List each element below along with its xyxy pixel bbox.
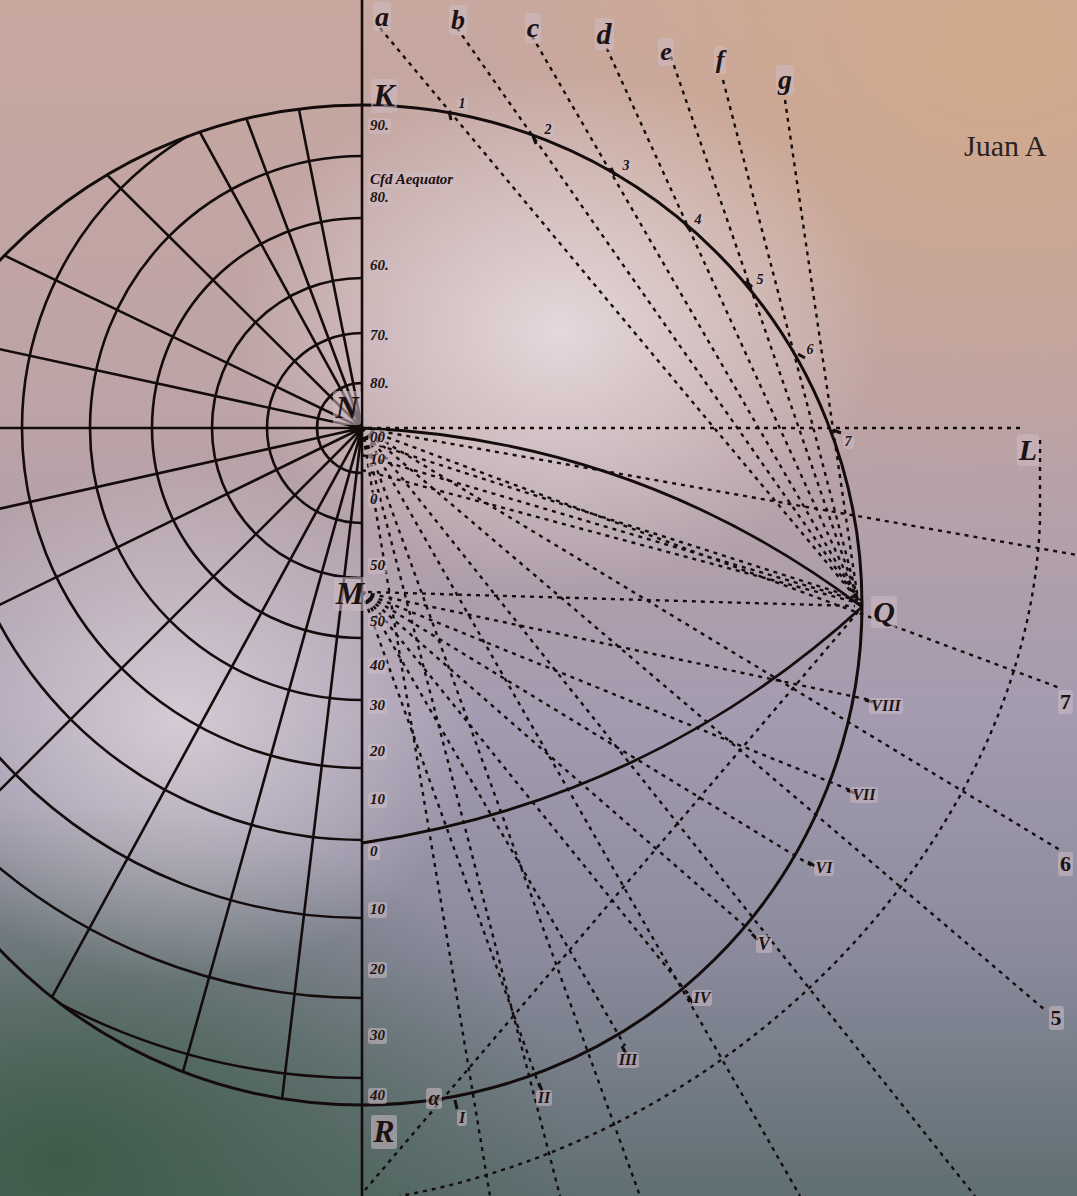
alpha-label: α [426, 1088, 441, 1109]
equator-note: Cfd Aequator [368, 172, 455, 188]
axis-number: 30 [368, 698, 387, 714]
arc-number: 7 [843, 435, 854, 450]
construction-lines [362, 28, 1077, 1196]
axis-number: 00 [368, 430, 387, 446]
point-letter: N [333, 391, 360, 425]
roman-numeral: III [617, 1052, 640, 1069]
roman-numeral: V [756, 935, 772, 954]
arc-number: 6 [805, 343, 816, 358]
axis-number: 70. [368, 328, 391, 344]
arc-ticks [449, 111, 873, 1109]
axis-number: 0 [368, 492, 380, 508]
point-letter: L [1017, 434, 1039, 466]
point-letter: Q [871, 596, 897, 628]
edge-number: 7 [1058, 690, 1073, 713]
axis-number: 10 [368, 902, 387, 918]
projection-letter: b [449, 5, 467, 34]
lens-curves [362, 428, 862, 843]
roman-numeral: I [457, 1110, 467, 1127]
edge-number: 5 [1049, 1006, 1064, 1029]
projection-letter: a [373, 2, 391, 31]
axis-number: 90. [368, 118, 391, 134]
projection-letter: c [525, 13, 541, 42]
hemisphere-outline [0, 105, 862, 1105]
arc-number: 5 [755, 273, 766, 288]
projection-letter: e [658, 38, 674, 65]
author-text: Juan A [962, 130, 1049, 162]
axis-number: 30 [368, 1028, 387, 1044]
projection-letter: f [714, 46, 727, 73]
polar-grid [0, 0, 1012, 1196]
roman-numeral: II [536, 1090, 552, 1107]
axis-number: 60. [368, 258, 391, 274]
axis-number: 40 [368, 658, 387, 674]
point-letter: R [371, 1115, 396, 1149]
arc-number: 4 [693, 213, 704, 228]
point-letter: M [334, 577, 366, 611]
roman-numeral: IV [692, 990, 713, 1007]
axis-number: 20 [368, 744, 387, 760]
projection-letter: g [776, 65, 794, 94]
axis-number: 50 [368, 614, 387, 630]
axis-number: 10 [368, 792, 387, 808]
axis-number: 10 [368, 452, 387, 468]
arc-number: 2 [543, 123, 554, 138]
arc-number: 3 [621, 159, 632, 174]
roman-numeral: VI [814, 860, 835, 877]
arc-number: 1 [457, 97, 468, 112]
axis-number: 20 [368, 962, 387, 978]
roman-numeral: VIII [869, 698, 902, 715]
axis-number: 80. [368, 190, 391, 206]
edge-number: 6 [1058, 852, 1073, 875]
axis-number: 50 [368, 558, 387, 574]
axis-number: 80. [368, 376, 391, 392]
axis-number: 0 [368, 844, 380, 860]
projection-letter: d [595, 18, 614, 50]
point-letter: K [371, 79, 396, 113]
roman-numeral: VII [850, 787, 877, 804]
axis-number: 40 [368, 1088, 387, 1104]
